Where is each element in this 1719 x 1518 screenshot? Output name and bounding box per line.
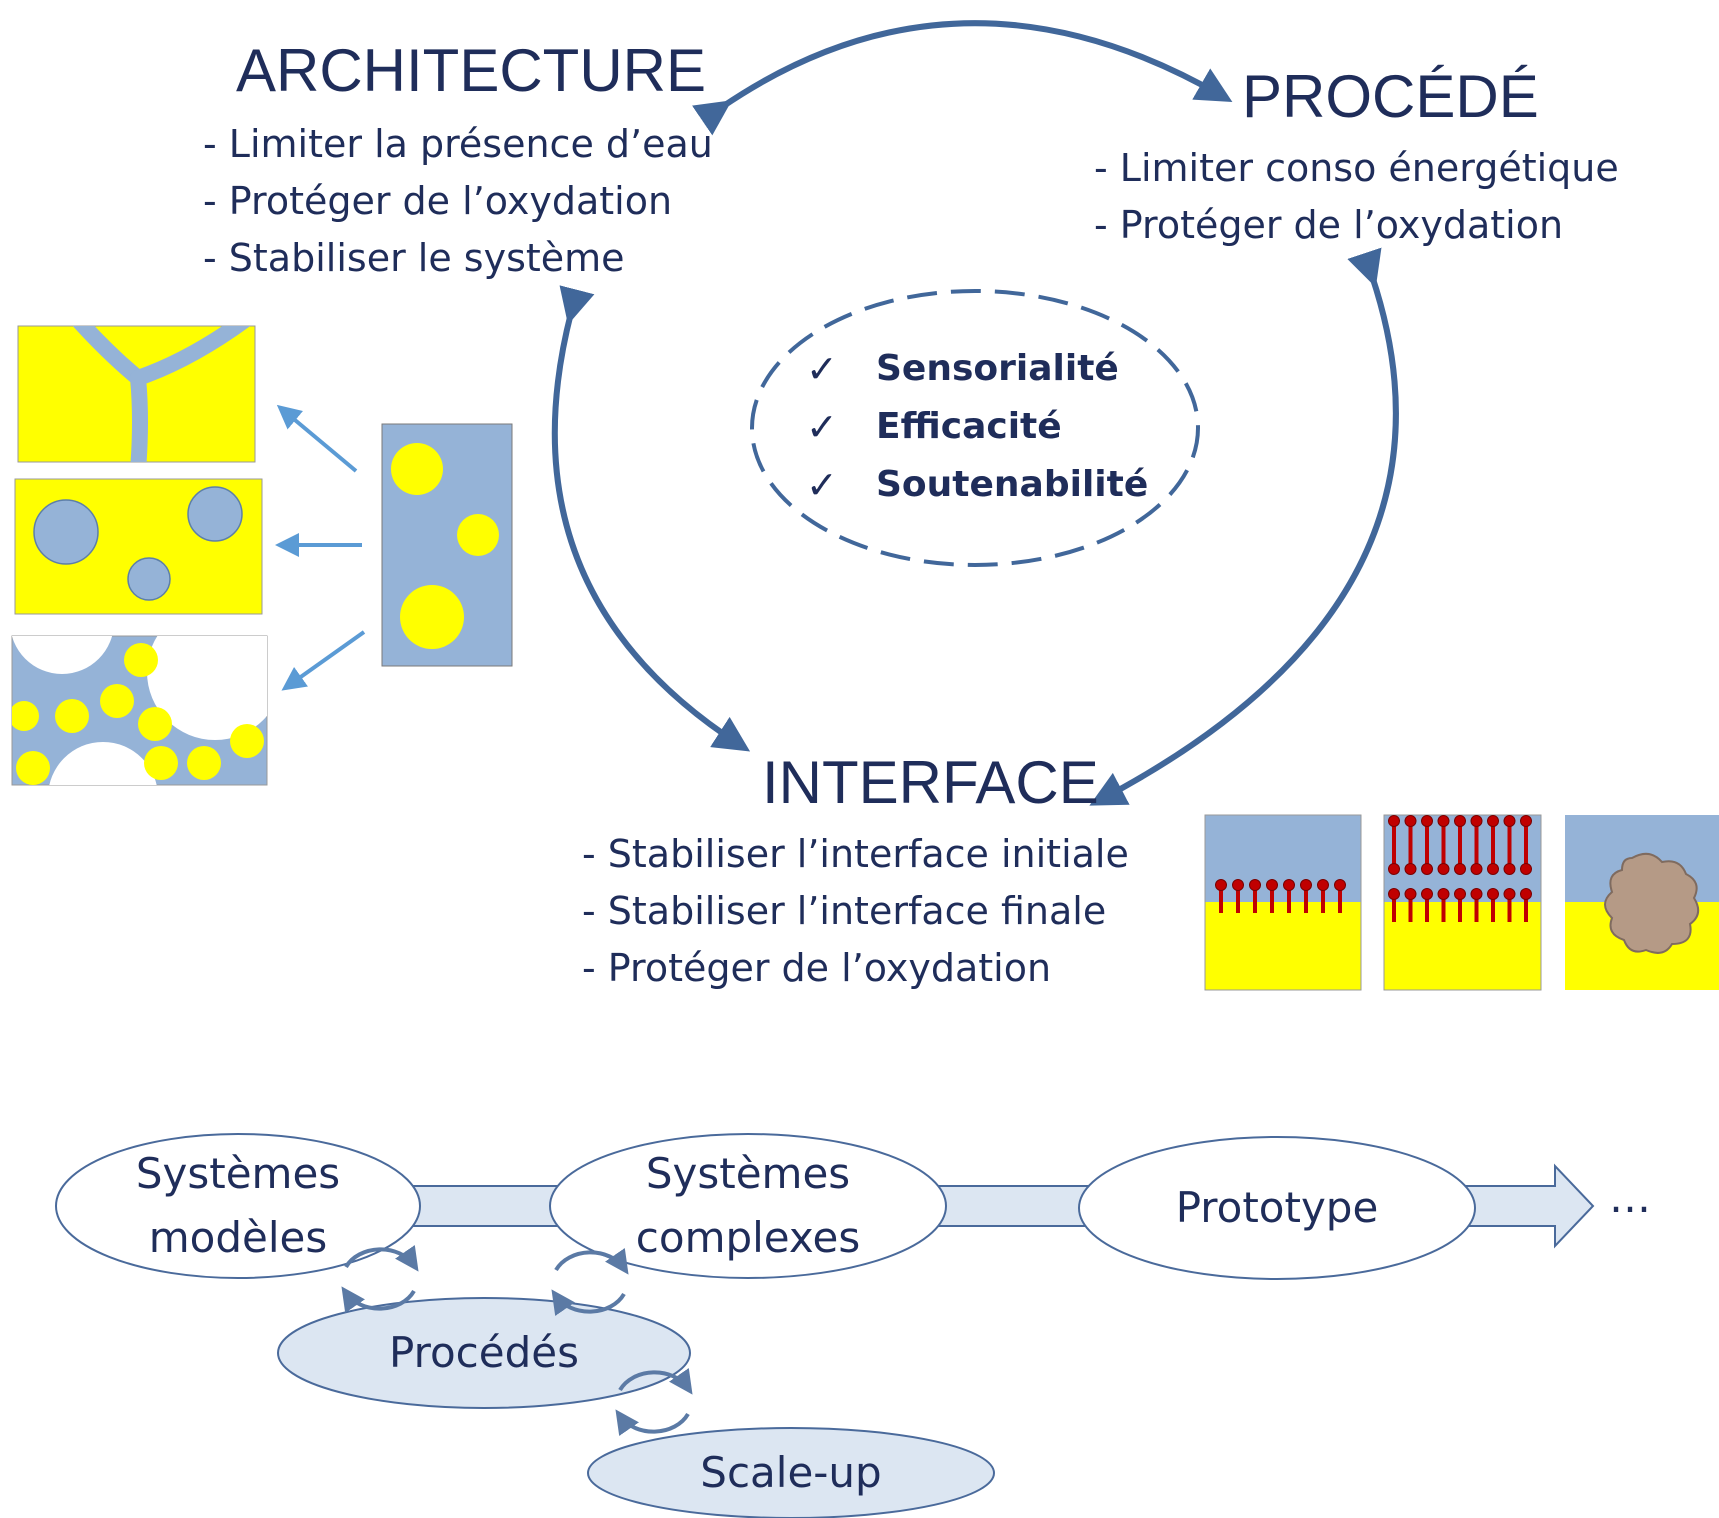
ellipse-procedes	[277, 1297, 691, 1409]
architecture-title: ARCHITECTURE	[236, 37, 707, 104]
surfactant-head	[1520, 815, 1532, 827]
criteria-label: Soutenabilité	[876, 464, 1149, 505]
interface-list: - Stabiliser l’interface initiale - Stab…	[582, 826, 1129, 997]
interface-item: - Protéger de l’oxydation	[582, 946, 1052, 990]
surfactant-head	[1317, 879, 1329, 891]
label-line: modèles	[148, 1213, 328, 1262]
surfactant-head	[1249, 879, 1261, 891]
procede-list: - Limiter conso énergétique - Protéger d…	[1094, 140, 1619, 254]
surfactant-head	[1388, 888, 1400, 900]
arrow-architecture-procede	[692, 20, 1233, 136]
procede-title: PROCÉDÉ	[1242, 63, 1539, 130]
interface-item: - Stabiliser l’interface finale	[582, 889, 1107, 933]
check-icon: ✓	[806, 347, 838, 391]
surfactant-head	[1404, 815, 1417, 827]
interface-item: - Stabiliser l’interface initiale	[582, 832, 1129, 876]
arrow-architecture-interface	[551, 285, 751, 752]
surfactant-head	[1404, 888, 1417, 900]
surfactant-head	[1388, 863, 1400, 875]
criteria-item: ✓ Soutenabilité	[806, 456, 1148, 514]
criteria-list: ✓ Sensorialité ✓ Efficacité ✓ Soutenabil…	[806, 340, 1148, 514]
check-icon: ✓	[806, 405, 838, 449]
architecture-image-emulsion	[14, 478, 263, 615]
architecture-list: - Limiter la présence d’eau - Protéger d…	[203, 116, 713, 287]
arrow-to-network	[276, 404, 358, 473]
architecture-image-initial-emulsion	[381, 423, 513, 667]
cycle-arrows-procedes-scaleup	[615, 1368, 693, 1436]
criteria-item: ✓ Sensorialité	[806, 340, 1148, 398]
criteria-dashed-ellipse	[750, 289, 1200, 567]
interface-image-monolayer	[1204, 814, 1362, 991]
surfactant-head	[1487, 863, 1499, 875]
surfactant-head	[1503, 815, 1516, 827]
pickering-particle	[1604, 852, 1700, 954]
criteria-label: Efficacité	[876, 406, 1062, 447]
surfactant-head	[1470, 888, 1483, 900]
surfactant-row	[1215, 879, 1346, 913]
arrow-procede-interface	[1089, 247, 1399, 806]
surfactant-head	[1470, 815, 1483, 827]
label-line: complexes	[635, 1213, 861, 1262]
label-line: Systèmes	[135, 1149, 341, 1198]
arrow-to-foam	[281, 630, 366, 691]
label-procedes: Procédés	[389, 1328, 579, 1377]
surfactant-head	[1437, 863, 1450, 875]
interface-title: INTERFACE	[762, 749, 1099, 816]
label-systemes-complexes: Systèmes complexes	[598, 1142, 898, 1270]
surfactant-head	[1404, 863, 1417, 875]
surfactant-head	[1454, 888, 1466, 900]
ellipse-systemes-complexes	[549, 1133, 947, 1279]
surfactant-head	[1437, 888, 1450, 900]
criteria-item: ✓ Efficacité	[806, 398, 1148, 456]
architecture-item: - Limiter la présence d’eau	[203, 122, 713, 166]
procede-item: - Protéger de l’oxydation	[1094, 203, 1564, 247]
surfactant-head	[1215, 879, 1227, 891]
procede-item: - Limiter conso énergétique	[1094, 146, 1619, 190]
surfactant-head	[1232, 879, 1244, 891]
surfactant-head	[1503, 888, 1516, 900]
surfactant-head	[1454, 863, 1466, 875]
ellipse-scale-up	[587, 1427, 995, 1518]
surfactant-head	[1283, 879, 1295, 891]
label-line: Systèmes	[645, 1149, 851, 1198]
surfactant-head	[1388, 815, 1400, 827]
surfactant-head	[1421, 815, 1433, 827]
ellipse-systemes-modeles	[55, 1133, 421, 1279]
surfactant-rows	[1388, 815, 1532, 922]
interface-image-particle	[1565, 815, 1719, 990]
surfactant-head	[1470, 863, 1483, 875]
architecture-item: - Protéger de l’oxydation	[203, 179, 673, 223]
architecture-item: - Stabiliser le système	[203, 236, 625, 280]
architecture-image-network	[17, 325, 256, 463]
architecture-image-foam	[11, 635, 268, 786]
surfactant-head	[1300, 879, 1312, 891]
label-scale-up: Scale-up	[700, 1448, 882, 1497]
criteria-label: Sensorialité	[876, 348, 1119, 389]
surfactant-head	[1421, 888, 1433, 900]
label-systemes-modeles: Systèmes modèles	[88, 1142, 388, 1270]
surfactant-head	[1487, 888, 1499, 900]
cycle-arrows-complexes-procedes	[551, 1248, 629, 1316]
surfactant-head	[1520, 888, 1532, 900]
surfactant-head	[1503, 863, 1516, 875]
surfactant-head	[1421, 863, 1433, 875]
label-ellipsis: …	[1609, 1173, 1651, 1222]
surfactant-head	[1487, 815, 1499, 827]
check-icon: ✓	[806, 463, 838, 507]
ellipse-prototype	[1078, 1136, 1476, 1280]
label-prototype: Prototype	[1175, 1183, 1379, 1232]
surfactant-head	[1520, 863, 1532, 875]
surfactant-head	[1437, 815, 1450, 827]
interface-image-multilayer	[1383, 814, 1542, 991]
surfactant-head	[1454, 815, 1466, 827]
surfactant-head	[1334, 879, 1346, 891]
cycle-arrows-modeles-procedes	[341, 1245, 419, 1313]
surfactant-head	[1266, 879, 1278, 891]
